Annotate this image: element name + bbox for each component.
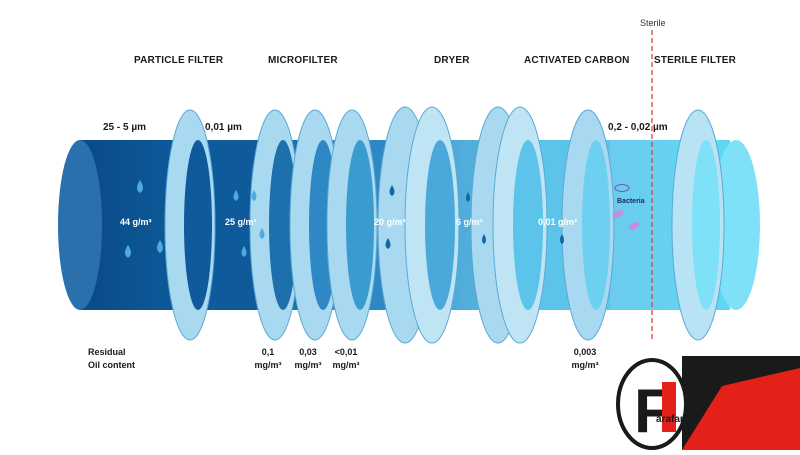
flange-dryer-4-inner [513, 140, 543, 310]
concentration-001: 0,01 g/m³ [538, 217, 578, 227]
oil-value-number: 0,1 [261, 347, 275, 357]
oil-value-2: 0,03 mg/m³ [290, 346, 326, 372]
oil-value-number: 0,003 [573, 347, 597, 357]
oil-value-1: 0,1 mg/m³ [250, 346, 286, 372]
residual-line-1: Residual [88, 347, 126, 357]
droplet-icon [241, 246, 247, 257]
oil-value-number: <0,01 [334, 347, 358, 357]
stage-label-microfilter: MICROFILTER [268, 55, 338, 66]
oil-value-number: 0,03 [299, 347, 317, 357]
oil-value-unit: mg/m³ [571, 360, 599, 370]
sterile-marker-label: Sterile [640, 18, 666, 28]
oil-value-unit: mg/m³ [254, 360, 282, 370]
residual-line-2: Oil content [88, 360, 135, 370]
droplet-icon [385, 238, 391, 249]
flange-dryer-2-inner [425, 140, 455, 310]
droplet-icon [125, 245, 131, 258]
droplet-icon [482, 234, 486, 244]
bacteria-label: Bacteria [617, 198, 645, 205]
stage-label-dryer: DRYER [434, 55, 470, 66]
stage-label-activated-carbon: ACTIVATED CARBON [524, 55, 630, 66]
logo-text: arafan [656, 414, 686, 425]
droplet-icon [389, 185, 395, 196]
flange-sterile-inner [692, 140, 720, 310]
flange-particle-inner [184, 140, 212, 310]
pipe-inlet-end [58, 140, 102, 310]
bacteria-icon [614, 184, 630, 192]
residual-oil-heading: Residual Oil content [88, 346, 135, 372]
flange-carbon-inner [582, 140, 610, 310]
logo-red-bar [662, 382, 676, 432]
concentration-6: 6 g/m³ [456, 217, 483, 227]
oil-value-4: 0,003 mg/m³ [565, 346, 605, 372]
pipe-outlet-end [712, 140, 760, 310]
droplet-icon [466, 192, 470, 202]
droplet-icon [233, 190, 239, 201]
bacteria-icon [628, 222, 640, 230]
droplet-icon [137, 180, 143, 193]
concentration-25: 25 g/m³ [225, 217, 257, 227]
droplet-icon [251, 190, 257, 201]
droplet-icon [560, 234, 564, 244]
farafan-logo: F arafan [612, 356, 800, 450]
flange-micro-3-inner [346, 140, 374, 310]
pore-size-micro: 0,01 µm [205, 122, 242, 133]
pore-size-particle: 25 - 5 µm [103, 122, 147, 133]
filter-flanges [164, 106, 725, 344]
logo-red-band [682, 368, 800, 450]
bacteria-group [612, 184, 640, 230]
stage-label-particle-filter: PARTICLE FILTER [134, 55, 224, 66]
pore-size-sterile: 0,2 - 0,02 µm [608, 122, 668, 133]
flange-micro-1-inner [269, 140, 297, 310]
oil-value-unit: mg/m³ [332, 360, 360, 370]
droplet-icon [259, 228, 265, 239]
oil-value-3: <0,01 mg/m³ [326, 346, 366, 372]
bacteria-icon [612, 210, 624, 218]
water-droplets [125, 180, 564, 258]
oil-value-unit: mg/m³ [294, 360, 322, 370]
stage-label-sterile-filter: STERILE FILTER [654, 55, 737, 66]
concentration-44: 44 g/m³ [120, 217, 152, 227]
concentration-20: 20 g/m³ [374, 217, 406, 227]
droplet-icon [157, 240, 163, 253]
